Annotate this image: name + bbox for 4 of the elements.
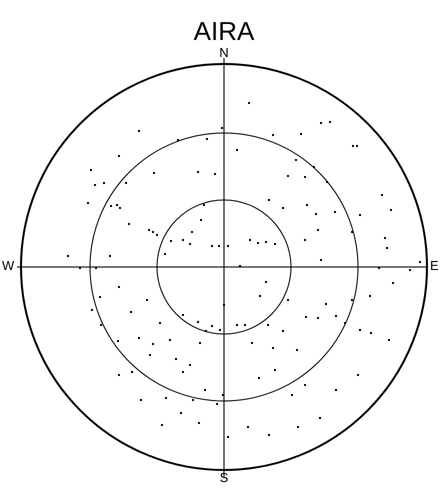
chart-title: AIRA (194, 18, 254, 44)
direction-label: E (430, 259, 439, 272)
direction-label: W (2, 259, 14, 272)
direction-label: N (219, 46, 229, 59)
